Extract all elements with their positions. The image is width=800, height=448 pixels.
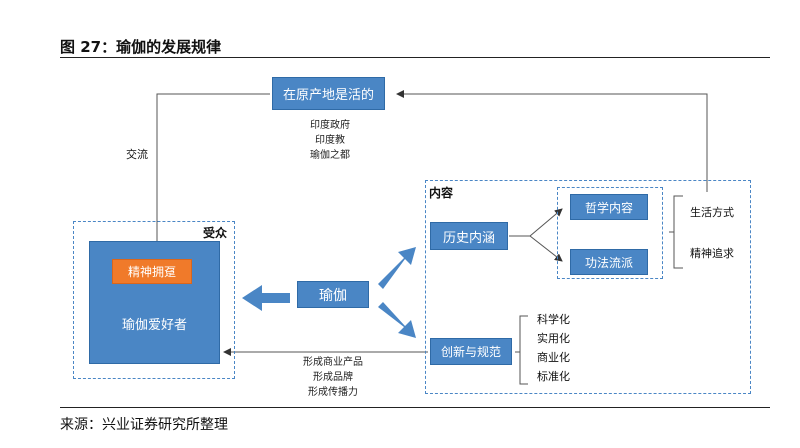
spirit-box: 精神拥趸 xyxy=(112,259,192,284)
bottom-notes: 形成商业产品 形成品牌 形成传播力 xyxy=(278,355,388,400)
arrow-up-right xyxy=(378,247,416,289)
fans-box: 瑜伽爱好者 xyxy=(89,241,220,364)
subcontent-group xyxy=(557,187,663,279)
list-item: 标准化 xyxy=(537,370,570,383)
origin-notes: 印度政府 印度教 瑜伽之都 xyxy=(290,118,370,163)
content-group xyxy=(425,180,751,394)
exchange-label: 交流 xyxy=(126,148,148,161)
origin-note: 瑜伽之都 xyxy=(310,150,350,161)
arrow-down-right xyxy=(378,302,416,338)
history-to-methods xyxy=(529,235,563,262)
origin-note: 印度教 xyxy=(315,135,345,146)
right-list: 生活方式 精神追求 xyxy=(690,203,734,263)
bottom-note: 形成传播力 xyxy=(308,387,358,398)
history-box: 历史内涵 xyxy=(430,222,508,250)
origin-note: 印度政府 xyxy=(310,120,350,131)
figure-title: 图 27：瑜伽的发展规律 xyxy=(60,38,222,56)
bottom-note: 形成品牌 xyxy=(313,372,353,383)
return-line xyxy=(396,90,708,192)
audience-group xyxy=(73,221,235,379)
origin-box: 在原产地是活的 xyxy=(272,77,385,110)
title-rule xyxy=(60,57,770,58)
innovation-brace xyxy=(515,315,528,385)
right-brace xyxy=(669,195,683,269)
list-item: 生活方式 xyxy=(690,206,734,219)
arrow-left xyxy=(242,285,290,311)
source-note: 来源：兴业证券研究所整理 xyxy=(60,417,228,433)
innovation-box: 创新与规范 xyxy=(430,338,512,365)
source-rule xyxy=(60,407,770,408)
list-item: 实用化 xyxy=(537,332,570,345)
audience-title: 受众 xyxy=(203,226,228,240)
content-title: 内容 xyxy=(429,186,454,200)
methods-box: 功法流派 xyxy=(570,249,648,275)
yoga-box: 瑜伽 xyxy=(297,281,369,308)
list-item: 商业化 xyxy=(537,351,570,364)
list-item: 精神追求 xyxy=(690,247,734,260)
list-item: 科学化 xyxy=(537,313,570,326)
philosophy-box: 哲学内容 xyxy=(570,194,648,220)
exchange-line xyxy=(153,93,270,259)
innovation-list: 科学化 实用化 商业化 标准化 xyxy=(537,310,570,386)
bottom-note: 形成商业产品 xyxy=(303,357,363,368)
